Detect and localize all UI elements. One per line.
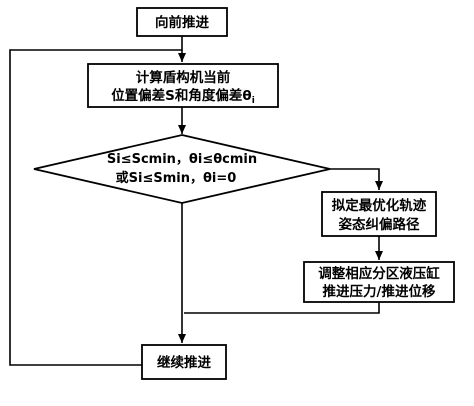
node-continue-label: 继续推进 (157, 354, 211, 371)
node-calc: 计算盾构机当前 位置偏差S和角度偏差θi (87, 63, 279, 108)
node-adjust-line2: 推进压力/推进位移 (323, 283, 436, 300)
node-decision: Si≤Scmin，θi≤θcmin 或Si≤Smin，θi=0 (33, 134, 331, 204)
node-adjust-line1: 调整相应分区液压缸 (318, 265, 440, 282)
edge-loop-back-to-start (9, 49, 182, 366)
node-plan: 拟定最优化轨迹 姿态纠偏路径 (321, 191, 437, 237)
node-start-label: 向前推进 (155, 14, 209, 31)
node-calc-line2: 位置偏差S和角度偏差θi (111, 87, 255, 106)
node-plan-line2: 姿态纠偏路径 (339, 216, 420, 233)
node-decision-line2: 或Si≤Smin，θi=0 (116, 170, 237, 186)
node-start: 向前推进 (136, 7, 228, 37)
node-calc-line1: 计算盾构机当前 (136, 69, 231, 86)
edge-decision-no-to-plan (330, 168, 383, 190)
node-adjust: 调整相应分区液压缸 推进压力/推进位移 (303, 261, 455, 303)
node-plan-line1: 拟定最优化轨迹 (332, 197, 427, 214)
edge-adjust-to-continue (184, 302, 380, 314)
node-continue: 继续推进 (141, 344, 227, 380)
node-decision-line1: Si≤Scmin，θi≤θcmin (107, 152, 257, 167)
